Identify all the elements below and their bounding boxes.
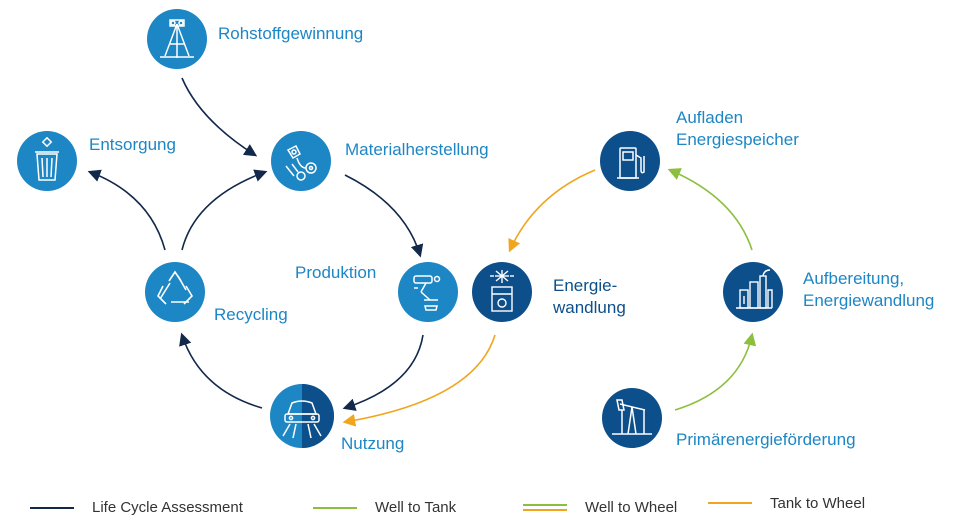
arrow-aufladen-to-energiewandlung <box>508 169 596 253</box>
node-energiewandlung <box>472 262 532 322</box>
energy-converter-icon <box>490 270 514 312</box>
label-energiewandlung-line1: Energie- <box>553 276 618 295</box>
mining-tower-icon <box>160 19 194 58</box>
oil-pump-icon <box>612 399 652 435</box>
label-energiewandlung-line2: wandlung <box>553 298 626 317</box>
label-aufladen-line1: Aufladen <box>676 108 744 127</box>
node-rohstoffgewinnung <box>147 9 207 69</box>
legend-line-orange <box>708 502 752 504</box>
car-front-icon <box>282 400 322 439</box>
node-materialherstellung <box>271 131 331 191</box>
arrow-recycling-to-entsorgung <box>87 169 166 251</box>
legend-label-lca: Life Cycle Assessment <box>92 499 243 516</box>
label-entsorgung: Entsorgung <box>89 135 176 154</box>
recycling-icon <box>157 270 194 305</box>
label-aufbereitung-line2: Energiewandlung <box>803 291 935 310</box>
label-aufbereitung-line1: Aufbereitung, <box>803 269 905 288</box>
node-produktion <box>398 262 458 322</box>
legend-line-green-orange <box>523 504 567 511</box>
arrow-energiewandlung-to-nutzung <box>342 334 496 427</box>
node-nutzung <box>270 384 334 448</box>
arrow-aufbereitung-to-aufladen <box>667 168 753 251</box>
node-aufbereitung <box>723 262 783 322</box>
arrow-recycling-to-material <box>181 169 268 251</box>
label-aufladen-line2: Energiespeicher <box>676 130 799 149</box>
node-recycling <box>145 262 205 322</box>
node-entsorgung <box>17 131 77 191</box>
label-aufbereitung: Aufbereitung, Energiewandlung <box>803 268 934 312</box>
arrow-nutzung-to-recycling <box>179 332 263 409</box>
label-rohstoffgewinnung: Rohstoffgewinnung <box>218 24 364 43</box>
fuel-pump-icon <box>617 147 645 179</box>
label-materialherstellung: Materialherstellung <box>345 140 489 159</box>
node-aufladen <box>600 131 660 191</box>
trash-can-icon <box>35 136 59 181</box>
label-aufladen: Aufladen Energiespeicher <box>676 107 799 151</box>
label-energiewandlung: Energie- wandlung <box>553 275 626 319</box>
refinery-icon <box>736 269 773 309</box>
arrow-material-to-produktion <box>344 174 424 258</box>
arrow-primaer-to-aufbereitung <box>674 332 757 411</box>
legend-label-well-to-tank: Well to Tank <box>375 499 457 516</box>
label-nutzung: Nutzung <box>341 434 405 453</box>
legend-label-well-to-wheel: Well to Wheel <box>585 499 678 516</box>
label-recycling: Recycling <box>214 305 288 324</box>
legend-line-navy <box>30 507 74 509</box>
label-primaerenergiefoerderung: Primärenergieförderung <box>676 430 856 449</box>
material-production-icon <box>285 144 317 181</box>
node-primaerenergiefoerderung <box>602 388 662 448</box>
arrow-rohstoff-to-material <box>181 77 258 157</box>
label-produktion: Produktion <box>295 263 377 282</box>
legend-label-tank-to-wheel: Tank to Wheel <box>770 495 866 512</box>
arrow-produktion-to-nutzung <box>342 334 424 411</box>
legend-line-green <box>313 507 357 509</box>
robot-arm-icon <box>413 275 441 311</box>
